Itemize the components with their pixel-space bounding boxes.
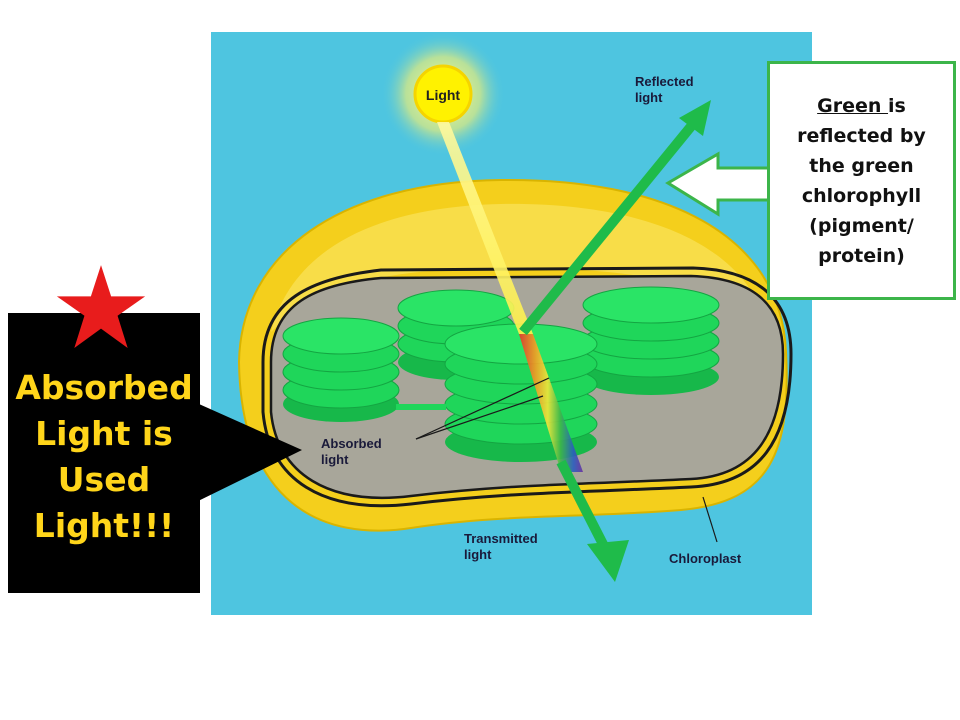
lamella [396, 404, 446, 410]
callout-line-3: the green [809, 154, 914, 177]
callout-arrow [665, 151, 772, 217]
callout-line-5: (pigment/ [809, 214, 914, 237]
chloroplast-diagram: Light [211, 32, 812, 615]
callout-box: Green is reflected by the green chloroph… [767, 61, 956, 300]
absorbed-note-text: Absorbed Light is Used Light!!! [15, 357, 192, 549]
label-chloroplast: Chloroplast [669, 551, 742, 566]
note-line-2: Light is [35, 414, 173, 453]
label-light: Light [426, 87, 461, 103]
granum-stack-4 [444, 323, 598, 462]
note-pointer [190, 400, 302, 505]
absorbed-pointer-2 [415, 395, 544, 440]
label-reflected-light: Reflected light [635, 74, 697, 105]
label-absorbed-light: Absorbed light [321, 436, 385, 467]
callout-first-line: Green is [817, 91, 906, 121]
note-line-1: Absorbed [15, 368, 193, 407]
incoming-light-beam [437, 122, 533, 334]
callout-line-2: reflected by [797, 124, 926, 147]
outer-membrane [261, 266, 793, 508]
note-line-4: Light!!! [33, 506, 175, 545]
transmitted-light-arrow [556, 459, 629, 582]
reflected-light-arrow [519, 100, 711, 336]
grana [282, 286, 720, 462]
granum-stack-3 [582, 286, 720, 395]
label-transmitted-light: Transmitted light [464, 531, 541, 562]
callout-first-line-rest: is [888, 94, 906, 117]
star-icon [56, 265, 146, 348]
absorbed-note-box: Absorbed Light is Used Light!!! [8, 313, 200, 593]
granum-stack-1 [282, 317, 400, 422]
note-line-3: Used [57, 460, 151, 499]
callout-underlined-word: Green [817, 94, 889, 117]
spectrum-band [519, 334, 583, 472]
callout-line-4: chlorophyll [801, 184, 922, 207]
callout-line-6: protein) [818, 244, 905, 267]
absorbed-pointer-1 [415, 377, 550, 440]
chloroplast-pointer [702, 496, 718, 543]
